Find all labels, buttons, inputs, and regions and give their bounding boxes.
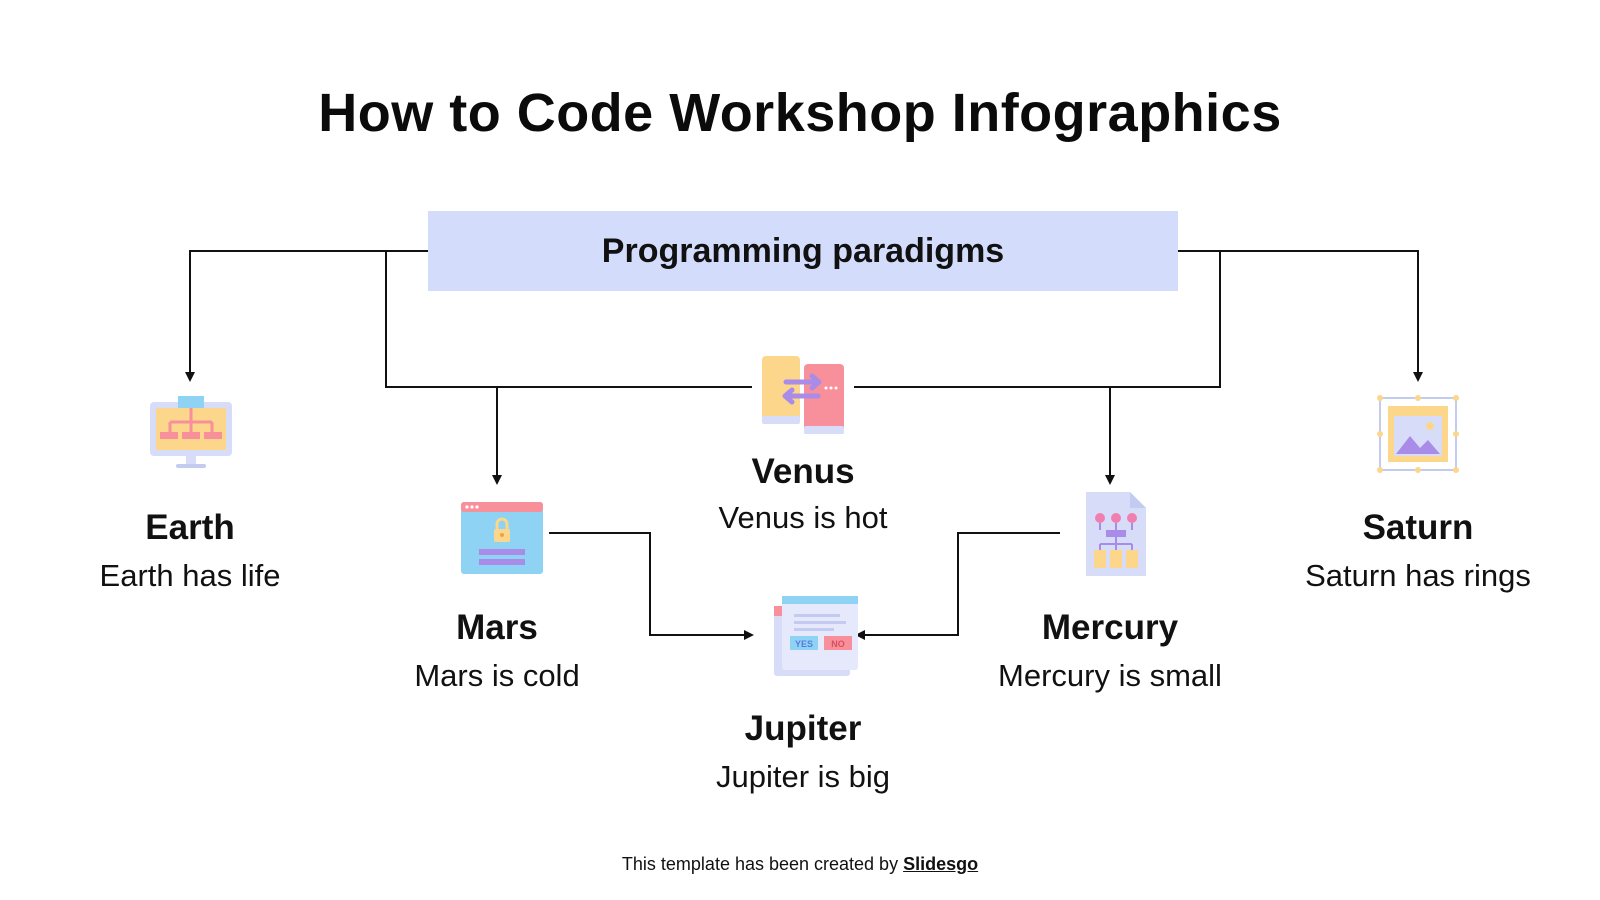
mars-text: Mars is cold	[414, 658, 580, 693]
center-box: Programming paradigms	[428, 211, 1178, 291]
connector-saturn	[1178, 250, 1423, 382]
image-frame-icon	[1377, 395, 1459, 473]
center-box-label: Programming paradigms	[601, 231, 1005, 270]
yes-no-window-icon: YES NO	[774, 596, 858, 676]
earth-text: Earth has life	[99, 558, 281, 593]
venus-heading: Venus	[751, 452, 855, 491]
jupiter-text: Jupiter is big	[715, 759, 891, 794]
jupiter-heading: Jupiter	[744, 709, 862, 748]
sitemap-monitor-icon	[150, 396, 232, 468]
mercury-heading: Mercury	[1041, 608, 1179, 647]
no-label: NO	[831, 639, 845, 649]
slidesgo-link[interactable]: Slidesgo	[903, 854, 979, 874]
venus-text: Venus is hot	[718, 500, 888, 535]
mercury-text: Mercury is small	[998, 658, 1222, 693]
saturn-heading: Saturn	[1362, 508, 1474, 547]
locked-browser-icon	[461, 502, 543, 574]
earth-heading: Earth	[145, 508, 235, 547]
saturn-text: Saturn has rings	[1305, 558, 1531, 593]
mars-heading: Mars	[456, 608, 538, 647]
connector-earth	[185, 250, 428, 382]
phone-sync-icon	[762, 356, 844, 434]
footer-credit: This template has been created by Slides…	[0, 854, 1600, 875]
footer-prefix: This template has been created by	[621, 854, 904, 874]
page-title: How to Code Workshop Infographics	[318, 83, 1282, 143]
yes-label: YES	[795, 639, 813, 649]
flowchart-document-icon	[1086, 492, 1146, 576]
